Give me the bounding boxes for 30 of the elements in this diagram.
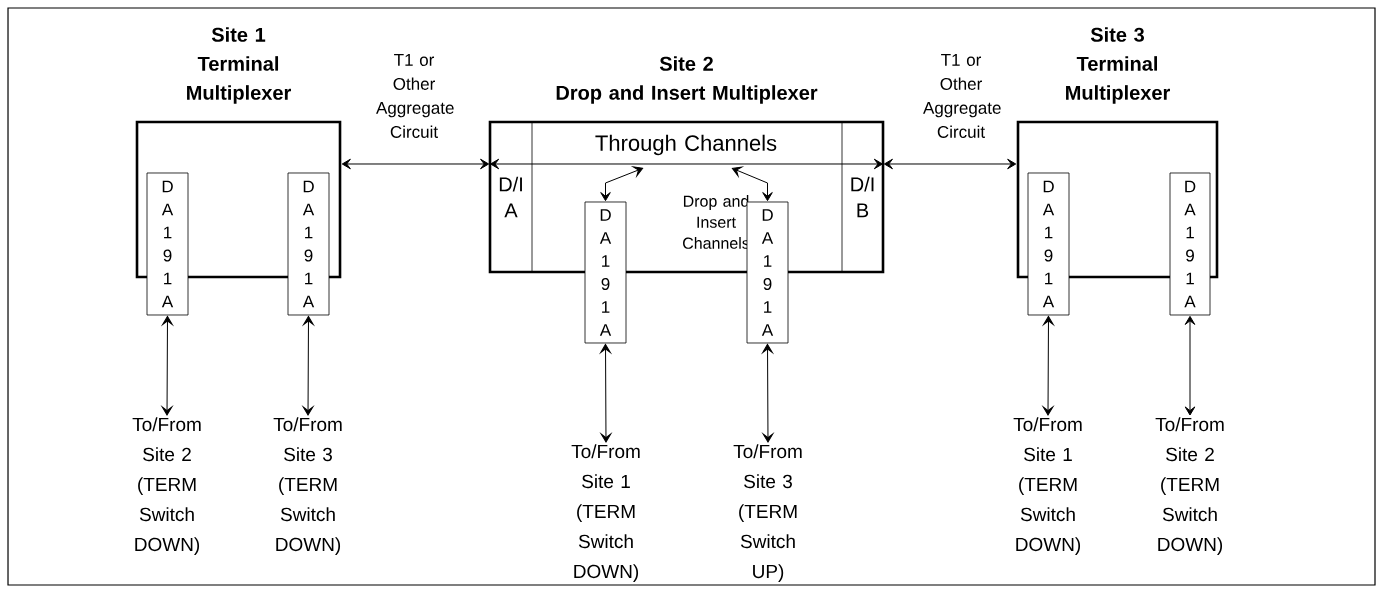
box-heading: Site 1 Terminal Multiplexer: [187, 27, 291, 104]
card-box: D A 1 9 1 A: [146, 172, 189, 316]
arrow: [161, 315, 173, 416]
card-box: D A 1 9 1 A: [1169, 172, 1211, 316]
channel-label: Through Channels: [595, 134, 777, 156]
destination-label: To/From Site 3 (TERM Switch UP): [733, 444, 802, 582]
edge-label: T1 or Other Aggregate Circuit: [375, 53, 454, 139]
arrow: [600, 166, 644, 202]
box-heading: Site 2 Drop and Insert Multiplexer: [556, 56, 818, 104]
arrow: [731, 166, 773, 202]
arrow: [883, 158, 1017, 170]
arrow: [600, 343, 612, 443]
arrow: [1184, 315, 1196, 416]
destination-label: To/From Site 1 (TERM Switch DOWN): [1013, 417, 1082, 555]
destination-label: To/From Site 1 (TERM Switch DOWN): [571, 444, 640, 582]
arrow: [302, 315, 314, 416]
arrow: [1042, 315, 1054, 416]
card-box: D A 1 9 1 A: [584, 201, 627, 344]
box-heading: Site 3 Terminal Multiplexer: [1066, 27, 1170, 104]
edge-label: T1 or Other Aggregate Circuit: [922, 53, 1001, 139]
arrow: [762, 343, 774, 443]
card-box: D A 1 9 1 A: [287, 172, 330, 316]
section-box: D/I A: [489, 121, 533, 273]
arrow: [490, 158, 883, 170]
card-box: D A 1 9 1 A: [1027, 172, 1070, 316]
arrow: [341, 158, 490, 170]
destination-label: To/From Site 2 (TERM Switch DOWN): [132, 417, 201, 555]
destination-label: To/From Site 2 (TERM Switch DOWN): [1155, 417, 1224, 555]
section-box: D/I B: [841, 121, 884, 273]
destination-label: To/From Site 3 (TERM Switch DOWN): [273, 417, 342, 555]
